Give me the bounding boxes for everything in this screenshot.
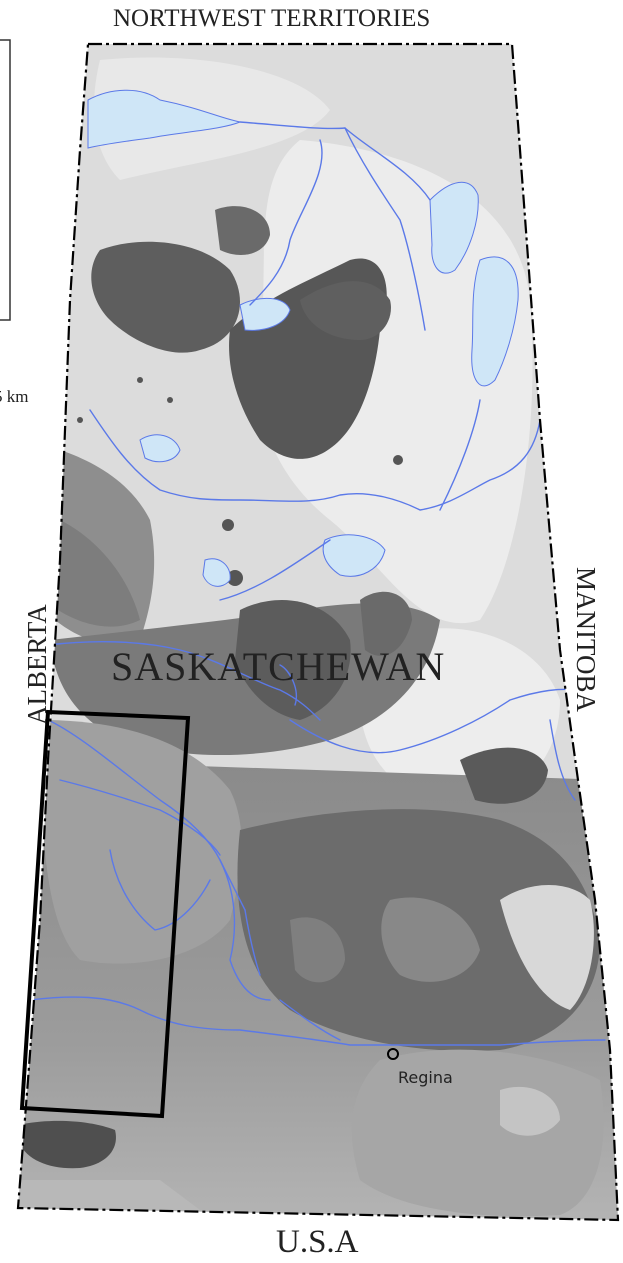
lake-cree [239, 297, 291, 331]
regina-marker [387, 1048, 399, 1060]
scale-fragment-label: 5 km [0, 387, 28, 406]
river-north-saskatchewan [47, 641, 321, 721]
river-saskatchewan [289, 688, 581, 754]
lake-reindeer [471, 256, 519, 387]
study-area-rectangle [19, 709, 191, 1119]
lake-wollaston [429, 181, 479, 274]
regina-label: Regina [398, 1068, 453, 1087]
river-churchill [89, 409, 541, 511]
terrain [18, 44, 618, 1220]
river-qu-appelle [29, 996, 606, 1046]
neighbor-south-label: U.S.A [276, 1224, 359, 1260]
province-border [16, 42, 620, 1222]
legend-box-fragment [0, 39, 11, 321]
neighbor-east-label: MANITOBA [571, 567, 601, 713]
province-label: SASKATCHEWAN [111, 644, 445, 689]
dark-upland-nw [91, 241, 240, 353]
neighbor-north-label: NORTHWEST TERRITORIES [113, 5, 430, 32]
river-south-saskatchewan [47, 719, 246, 911]
neighbor-west-label: ALBERTA [22, 604, 52, 725]
